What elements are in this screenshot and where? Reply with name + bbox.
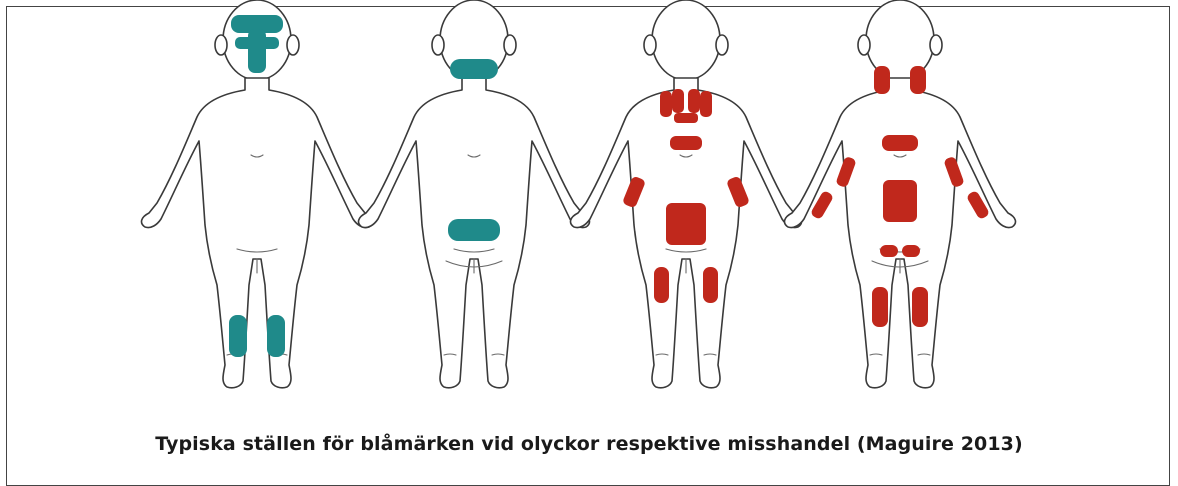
child-figure-back-abuse (785, 0, 1016, 388)
bruise-right-thigh (703, 267, 718, 303)
child-figure-front-abuse (571, 0, 802, 388)
bruise-torso (666, 203, 706, 245)
bruise-jaw (674, 113, 698, 123)
bruise-neck (670, 136, 702, 150)
bruise-head-right (910, 66, 926, 94)
bruise-right-thigh-back (912, 287, 928, 327)
bruise-left-cheek (672, 89, 684, 113)
figure-caption: Typiska ställen för blåmärken vid olycko… (0, 433, 1178, 455)
bruise-cheeks (235, 37, 279, 49)
bruise-diagram (0, 0, 1178, 420)
bruise-head-left (874, 66, 890, 94)
bruise-left-ear (660, 91, 672, 117)
bruise-lower-back (448, 219, 500, 241)
bruise-buttocks-left (880, 245, 898, 257)
bruise-mid-back (883, 180, 917, 222)
bruise-buttocks-right (902, 245, 920, 257)
bruise-upper-back (882, 135, 918, 151)
bruise-right-shin (267, 315, 285, 357)
child-figure-front-accident (142, 0, 373, 388)
bruise-right-cheek (688, 89, 700, 113)
bruise-right-ear (700, 91, 712, 117)
child-figure-back-accident (359, 0, 590, 388)
bruise-back-of-head (450, 59, 498, 79)
bruise-left-thigh-back (872, 287, 888, 327)
bruise-left-thigh (654, 267, 669, 303)
bruise-nose-chin (248, 29, 266, 73)
bruise-left-shin (229, 315, 247, 357)
